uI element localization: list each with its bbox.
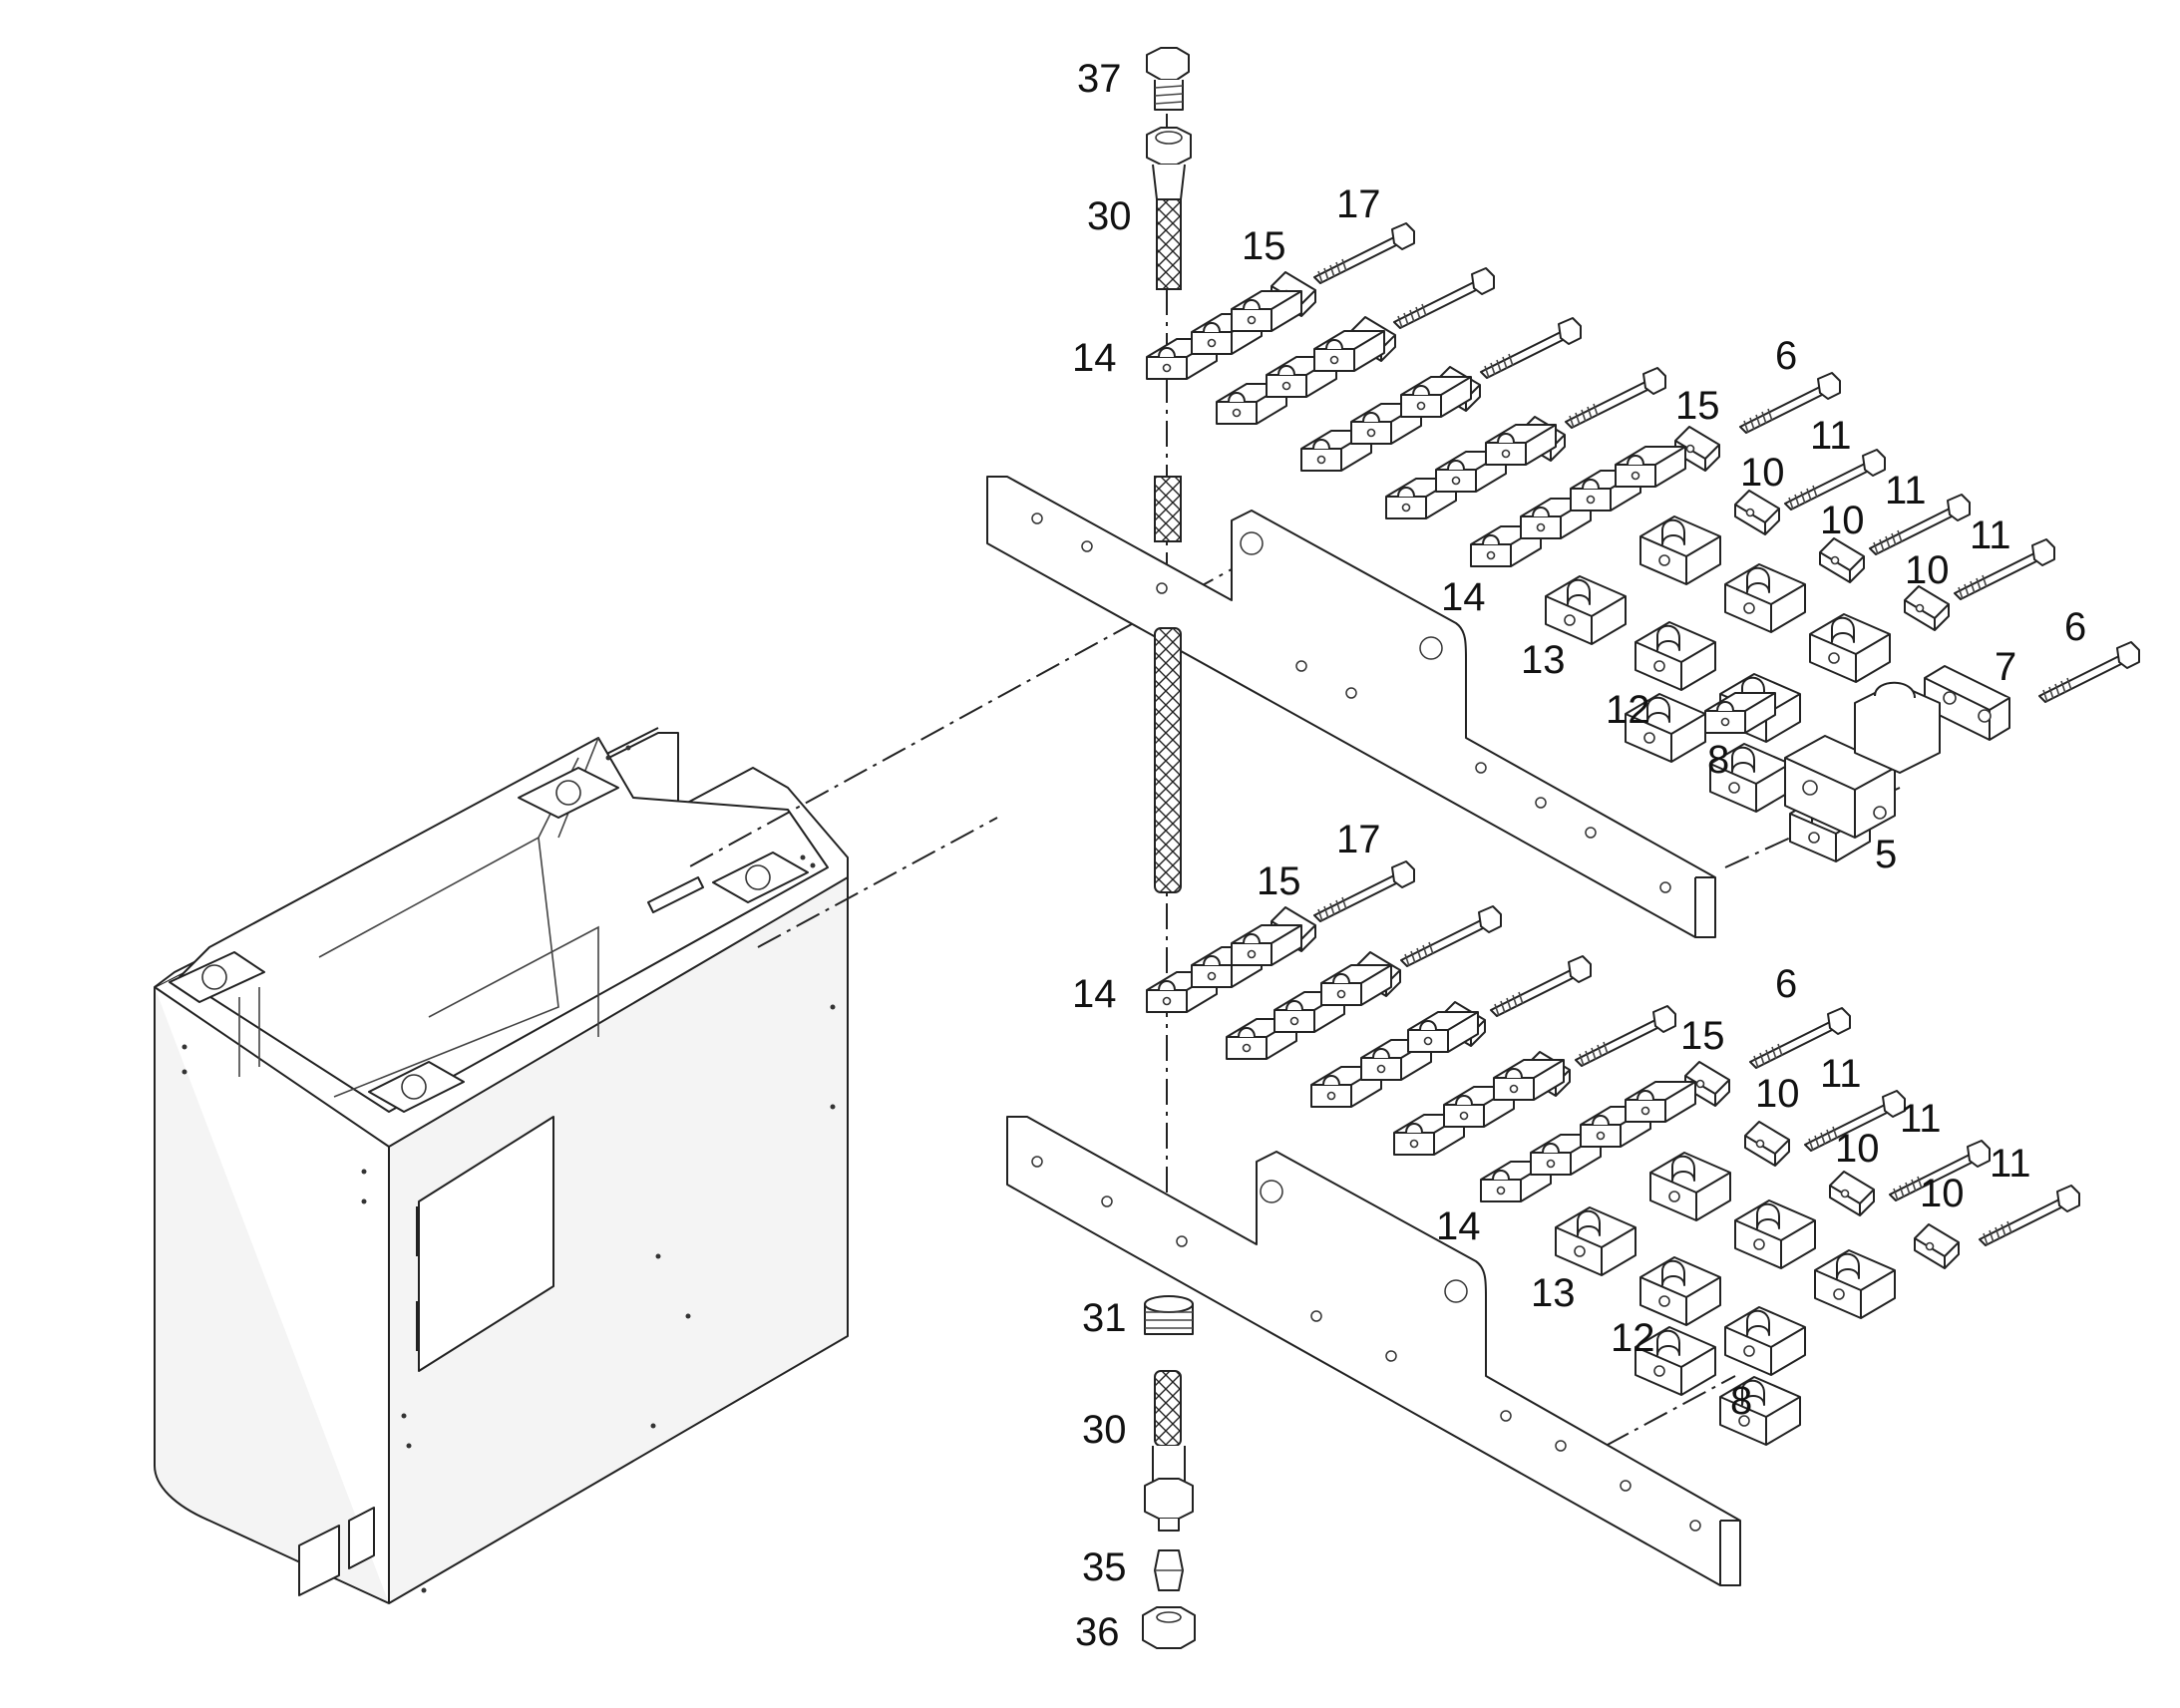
label-13-top: 13 [1521, 638, 1566, 682]
label-35: 35 [1082, 1545, 1127, 1589]
label-5: 5 [1875, 833, 1897, 876]
label-11-top-b: 11 [1885, 469, 1927, 512]
label-14-bot-b: 14 [1436, 1204, 1481, 1248]
label-10-bot-c: 10 [1920, 1172, 1965, 1215]
label-10-top-c: 10 [1905, 548, 1950, 592]
machine-frame [154, 727, 849, 1604]
label-12-bot: 12 [1611, 1316, 1655, 1360]
label-15-top-b: 15 [1675, 384, 1720, 428]
label-13-bot: 13 [1531, 1271, 1576, 1315]
label-14-bot-a: 14 [1072, 972, 1117, 1016]
label-17-top: 17 [1336, 182, 1381, 226]
part-number-labels: 37 30 17 15 14 6 15 11 10 11 10 11 10 14… [1072, 57, 2086, 1654]
label-7: 7 [1995, 645, 2016, 689]
label-14-top-b: 14 [1441, 575, 1486, 619]
label-10-bot-b: 10 [1835, 1127, 1880, 1171]
label-10-top-a: 10 [1740, 451, 1785, 495]
label-30-top: 30 [1087, 194, 1132, 238]
label-12-top: 12 [1606, 688, 1650, 732]
label-10-bot-a: 10 [1755, 1072, 1800, 1116]
label-11-bot-b: 11 [1900, 1097, 1942, 1141]
label-10-top-b: 10 [1820, 499, 1865, 542]
upper-clamp-group [1146, 222, 2140, 862]
label-11-bot-c: 11 [1990, 1142, 2031, 1186]
label-15-bot-a: 15 [1257, 859, 1301, 903]
label-30-bot: 30 [1082, 1408, 1127, 1452]
label-11-bot-a: 11 [1820, 1052, 1862, 1096]
upper-mounting-bar [986, 476, 1716, 938]
label-6-bot: 6 [1775, 962, 1797, 1006]
label-6-top-a: 6 [1775, 334, 1797, 378]
label-17-bot: 17 [1336, 818, 1381, 861]
label-6-top-b: 6 [2064, 605, 2086, 649]
label-36: 36 [1075, 1610, 1120, 1654]
label-14-top-a: 14 [1072, 336, 1117, 380]
label-15-top-a: 15 [1242, 224, 1286, 268]
label-11-top-a: 11 [1810, 414, 1852, 458]
label-31: 31 [1082, 1296, 1127, 1340]
label-37: 37 [1077, 57, 1122, 101]
hose-assembly [1142, 47, 1196, 1649]
label-15-bot-b: 15 [1680, 1014, 1725, 1058]
label-11-top-c: 11 [1970, 513, 2011, 557]
label-8-bot: 8 [1730, 1379, 1752, 1423]
label-8-top: 8 [1707, 738, 1729, 782]
lower-mounting-bar [1006, 1116, 1741, 1586]
